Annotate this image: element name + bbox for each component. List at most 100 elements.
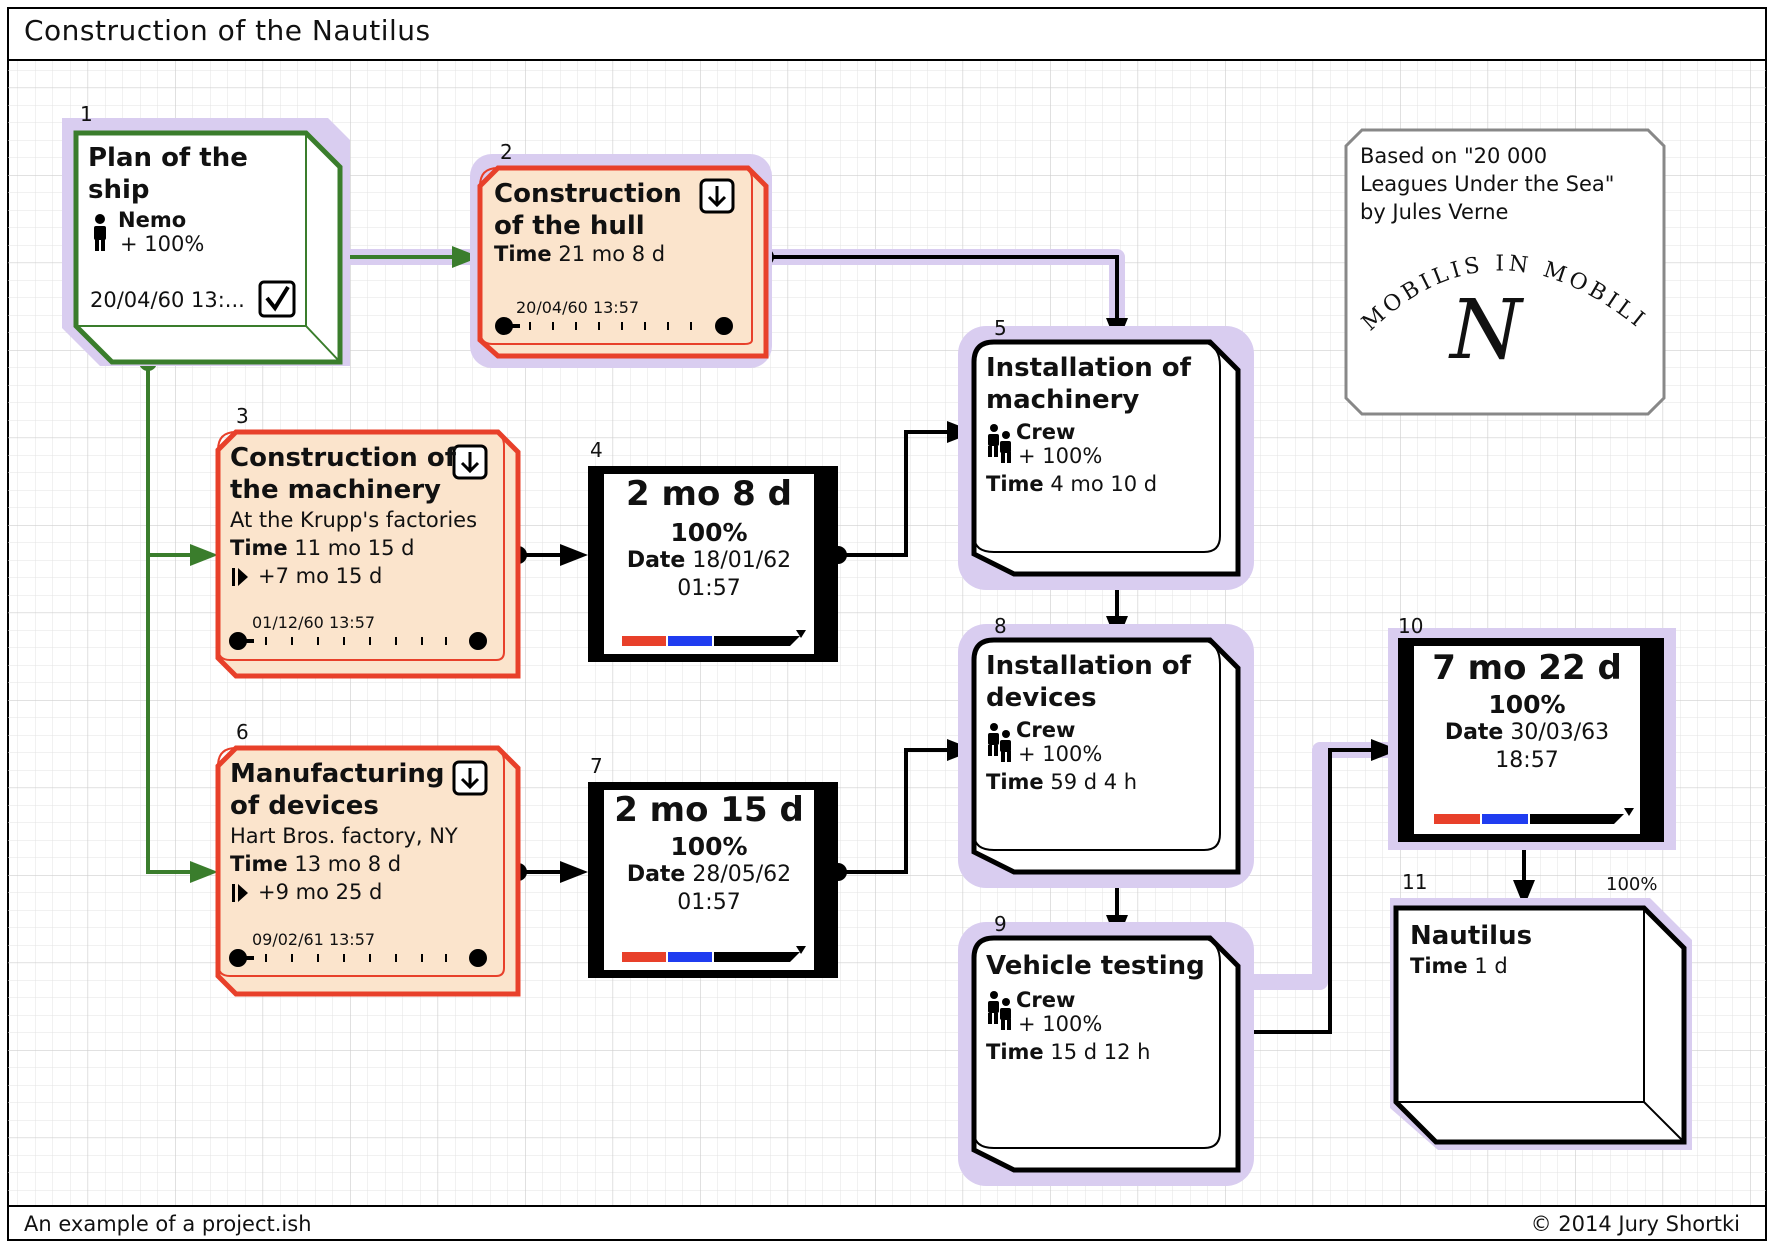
node-5-title[interactable]: Installation of machinery	[986, 352, 1191, 416]
node-6-title[interactable]: Manufacturing of devices	[230, 758, 445, 822]
node-number: 2	[500, 140, 513, 164]
node-number: 3	[236, 404, 249, 428]
resource-load: + 100%	[1018, 1012, 1103, 1036]
node-number: 6	[236, 720, 249, 744]
resource-load: + 100%	[1018, 742, 1103, 766]
node-title-line: Construction	[494, 179, 682, 209]
node-number: 5	[994, 316, 1007, 340]
time-value: 15 d 12 h	[1050, 1040, 1151, 1064]
crew-icon	[988, 424, 1011, 463]
node-3-progress	[229, 632, 487, 650]
time-value: 59 d 4 h	[1050, 770, 1138, 794]
note-line: Based on "20 000	[1360, 144, 1548, 168]
node-title-line: machinery	[986, 385, 1140, 415]
node-number: 10	[1398, 614, 1424, 638]
node-9-title[interactable]: Vehicle testing	[986, 951, 1205, 981]
node-percent: 100%	[1606, 874, 1658, 895]
node-title-line: ship	[88, 175, 150, 205]
milestone-percent: 100%	[1488, 690, 1566, 719]
node-date: 20/04/60 13:57	[516, 298, 640, 317]
node-number: 11	[1402, 870, 1428, 894]
node-7-shape	[588, 782, 838, 978]
crew-icon	[988, 723, 1011, 762]
node-delay: +7 mo 15 d	[258, 564, 383, 588]
milestone-duration[interactable]: 2 mo 8 d	[626, 474, 792, 514]
node-delay: +9 mo 25 d	[258, 880, 383, 904]
node-date: 20/04/60 13:...	[90, 288, 245, 312]
node-11-shape	[1390, 898, 1692, 1150]
node-number: 7	[590, 754, 603, 778]
node-2-progress	[495, 317, 733, 335]
footer-copyright: © 2014 Jury Shortki	[1530, 1212, 1740, 1236]
node-1-title[interactable]: Plan of the ship	[88, 142, 248, 206]
monogram: N	[1450, 283, 1522, 378]
resource-name: Crew	[1016, 988, 1076, 1012]
node-title-line: Installation of	[986, 651, 1191, 681]
node-time: Time 1 d	[1410, 952, 1508, 980]
time-label: Time	[1410, 954, 1468, 978]
milestone-percent: 100%	[670, 518, 748, 547]
date-label: Date	[1444, 720, 1504, 745]
node-8-title[interactable]: Installation of devices	[986, 650, 1191, 714]
node-3-title[interactable]: Construction of the machinery	[230, 442, 456, 506]
resource-name: Crew	[1016, 420, 1076, 444]
milestone-duration[interactable]: 2 mo 15 d	[614, 790, 804, 830]
time-label: Time	[230, 852, 288, 876]
date-value: 18/01/62	[692, 548, 792, 573]
time-label: Time	[986, 1040, 1044, 1064]
time-label: Time	[986, 770, 1044, 794]
node-number: 1	[80, 102, 93, 126]
milestone-duration[interactable]: 7 mo 22 d	[1432, 648, 1622, 688]
node-title-line: devices	[986, 683, 1097, 713]
time-value: 21 mo 8 d	[558, 242, 666, 266]
node-6-progress	[229, 949, 487, 967]
date-label: Date	[626, 862, 686, 887]
note-shape	[1344, 128, 1666, 416]
node-date: 01/12/60 13:57	[252, 613, 376, 632]
milestone-time: 18:57	[1495, 748, 1559, 773]
node-number: 9	[994, 912, 1007, 936]
node-3-shape	[215, 429, 521, 679]
resource-load: + 100%	[120, 232, 205, 256]
done-checkbox-icon[interactable]	[258, 280, 296, 318]
time-value: 11 mo 15 d	[294, 536, 415, 560]
node-time: Time 13 mo 8 d	[230, 850, 401, 878]
milestone-date: Date 18/01/62	[604, 548, 814, 573]
node-2-title[interactable]: Construction of the hull	[494, 178, 682, 242]
milestone-time: 01:57	[677, 576, 741, 601]
node-title-line: Manufacturing	[230, 759, 445, 789]
node-time: Time 11 mo 15 d	[230, 534, 414, 562]
expand-icon[interactable]	[699, 178, 735, 214]
note-line: Leagues Under the Sea"	[1360, 172, 1615, 196]
node-11-title[interactable]: Nautilus	[1410, 921, 1533, 951]
person-icon	[94, 214, 106, 251]
date-value: 28/05/62	[692, 862, 792, 887]
node-time: Time 15 d 12 h	[986, 1038, 1150, 1066]
milestone-date: Date 28/05/62	[604, 862, 814, 887]
expand-icon[interactable]	[452, 760, 488, 796]
time-label: Time	[494, 242, 552, 266]
crew-icon	[988, 991, 1011, 1030]
time-label: Time	[230, 536, 288, 560]
node-9-shape	[958, 922, 1254, 1186]
resource-name: Crew	[1016, 718, 1076, 742]
date-value: 30/03/63	[1510, 720, 1610, 745]
expand-icon[interactable]	[452, 444, 488, 480]
note-line: by Jules Verne	[1360, 200, 1509, 224]
node-subtitle: Hart Bros. factory, NY	[230, 824, 458, 848]
node-time: Time 59 d 4 h	[986, 768, 1137, 796]
date-label: Date	[626, 548, 686, 573]
node-number: 8	[994, 614, 1007, 638]
node-4-shape	[588, 466, 838, 662]
node-title-line: of devices	[230, 791, 379, 821]
resource-name: Nemo	[118, 208, 187, 232]
node-6-shape	[215, 745, 521, 997]
resource-load: + 100%	[1018, 444, 1103, 468]
node-date: 09/02/61 13:57	[252, 930, 376, 949]
milestone-time: 01:57	[677, 890, 741, 915]
node-10-shape	[1388, 628, 1676, 850]
node-2-shape	[470, 154, 772, 368]
node-title-line: of the hull	[494, 211, 645, 241]
node-title-line: Installation of	[986, 353, 1191, 383]
